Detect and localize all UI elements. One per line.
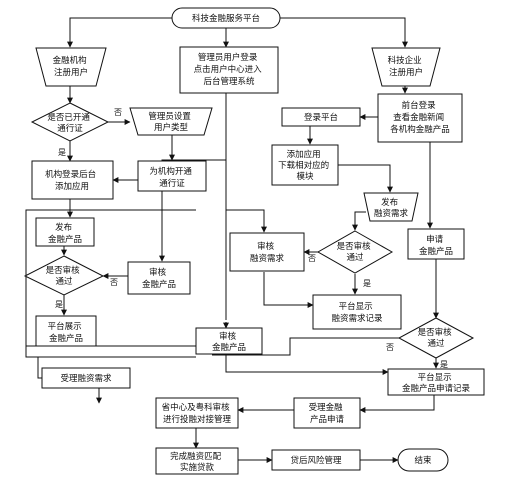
review-decision-3: 是否审核 通过 [397, 317, 475, 359]
admin-login-node: 管理员用户登录 点击用户中心进入 后台管理系统 [179, 46, 279, 94]
review-decision-3-label: 是否审核 通过 [418, 327, 455, 349]
edge-start-to-tech [280, 17, 408, 48]
q1-no-label: 否 [114, 108, 122, 117]
add-app-1-label: 机构登录后台 添加应用 [45, 169, 99, 192]
admin-login-label: 管理员用户登录 点击用户中心进入 后台管理系统 [194, 52, 265, 87]
front-login-label: 前台登录 查看金融新闻 各机构金融产品 [390, 100, 450, 135]
q1-yes-label: 是 [58, 148, 66, 157]
edge-review2-to-apply [225, 355, 389, 375]
province-review-label: 省中心及粤科审核 进行投融对接管理 [162, 402, 233, 425]
open-cert-node: 为机构开通 通行证 [137, 160, 207, 192]
admin-set-type-node: 管理员设置 用户类型 [129, 107, 213, 136]
edge-review-demand-to-show [263, 272, 314, 308]
review-product-1-node: 审核 金融产品 [127, 261, 191, 295]
start-node: 科技金融服务平台 [171, 7, 281, 29]
edge-admin-to-review-demand [226, 209, 267, 233]
show-demand-node: 平台显示 融资需求记录 [312, 294, 402, 330]
publish-product-node: 发布 金融产品 [35, 217, 95, 247]
end-label: 结束 [414, 455, 432, 466]
accept-demand-node: 受理融资需求 [41, 367, 131, 389]
open-cert-decision-label: 是否已开通 通行证 [47, 112, 92, 134]
edge-add2-to-demand [338, 164, 393, 193]
accept-demand-label: 受理融资需求 [60, 373, 112, 384]
front-login-node: 前台登录 查看金融新闻 各机构金融产品 [377, 93, 463, 143]
edge-apply-to-accept [359, 394, 435, 413]
post-loan-node: 贷后风险管理 [271, 449, 361, 471]
complete-match-node: 完成融资匹配 实施贷款 [155, 447, 239, 475]
review-demand-label: 审核 融资需求 [250, 241, 285, 264]
tech-register-label: 科技企业 注册用户 [388, 55, 425, 78]
review-decision-2-label: 是否审核 通过 [337, 241, 374, 263]
fin-register-node: 金融机构 注册用户 [35, 47, 107, 87]
edge-q3-no [212, 337, 400, 356]
publish-demand-node: 发布 融资需求 [363, 192, 419, 222]
fin-register-label: 金融机构 注册用户 [53, 55, 90, 78]
review-decision-1-label: 是否审核 通过 [46, 265, 83, 287]
login-platform-label: 登录平台 [304, 112, 338, 123]
complete-match-label: 完成融资匹配 实施贷款 [170, 451, 224, 473]
review-product-2-label: 审核 金融产品 [212, 331, 246, 353]
end-node: 结束 [397, 448, 449, 472]
nodes: 科技金融服务平台 金融机构 注册用户 管理员用户登录 点击用户中心进入 后台管理… [23, 7, 485, 475]
review-product-2-node: 审核 金融产品 [195, 327, 263, 355]
review-decision-2: 是否审核 通过 [316, 230, 394, 274]
q2-no-label: 否 [308, 254, 316, 263]
show-demand-label: 平台显示 融资需求记录 [331, 301, 383, 324]
apply-product-label: 申请 金融产品 [419, 234, 453, 257]
post-loan-label: 贷后风险管理 [290, 455, 342, 466]
q3-no-label: 否 [386, 343, 394, 352]
add-app-2-node: 添加应用 下载相对应的 模块 [271, 144, 339, 186]
q-product-no-label: 否 [110, 278, 118, 287]
q-product-yes-label: 是 [55, 300, 63, 309]
tech-register-node: 科技企业 注册用户 [371, 47, 441, 87]
open-cert-decision: 是否已开通 通行证 [30, 102, 110, 142]
edge-left-loop [25, 209, 196, 358]
review-demand-node: 审核 融资需求 [229, 232, 305, 272]
login-platform-node: 登录平台 [281, 107, 361, 127]
accept-product-apply-node: 受理金融 产品申请 [293, 397, 361, 429]
publish-product-label: 发布 金融产品 [48, 222, 82, 245]
show-product-node: 平台展示 金融产品 [35, 315, 97, 347]
apply-product-node: 申请 金融产品 [407, 228, 465, 260]
review-decision-1: 是否审核 通过 [23, 255, 105, 296]
branch-labels: 否 是 否 是 否 是 否 是 [55, 108, 448, 369]
start-label: 科技金融服务平台 [192, 13, 260, 24]
accept-product-apply-label: 受理金融 产品申请 [309, 402, 346, 425]
open-cert-label: 为机构开通 通行证 [149, 166, 194, 189]
q3-yes-label: 是 [440, 360, 448, 369]
q2-yes-label: 是 [363, 279, 371, 288]
show-apply-node: 平台显示 金融产品申请记录 [387, 368, 485, 396]
edge-admin-to-review-prod [159, 159, 226, 262]
province-review-node: 省中心及粤科审核 进行投融对接管理 [155, 397, 239, 429]
review-product-1-label: 审核 金融产品 [142, 267, 176, 290]
add-app-2-label: 添加应用 下载相对应的 模块 [278, 149, 332, 182]
edge-show-to-accept [37, 357, 42, 379]
edge-demand-to-q2 [352, 211, 366, 231]
show-apply-label: 平台显示 金融产品申请记录 [402, 372, 471, 394]
add-app-1-node: 机构登录后台 添加应用 [31, 160, 114, 200]
show-product-label: 平台展示 金融产品 [48, 321, 85, 344]
publish-demand-label: 发布 融资需求 [374, 197, 409, 219]
admin-set-type-label: 管理员设置 用户类型 [148, 111, 193, 133]
edge-start-to-fin [67, 17, 172, 48]
